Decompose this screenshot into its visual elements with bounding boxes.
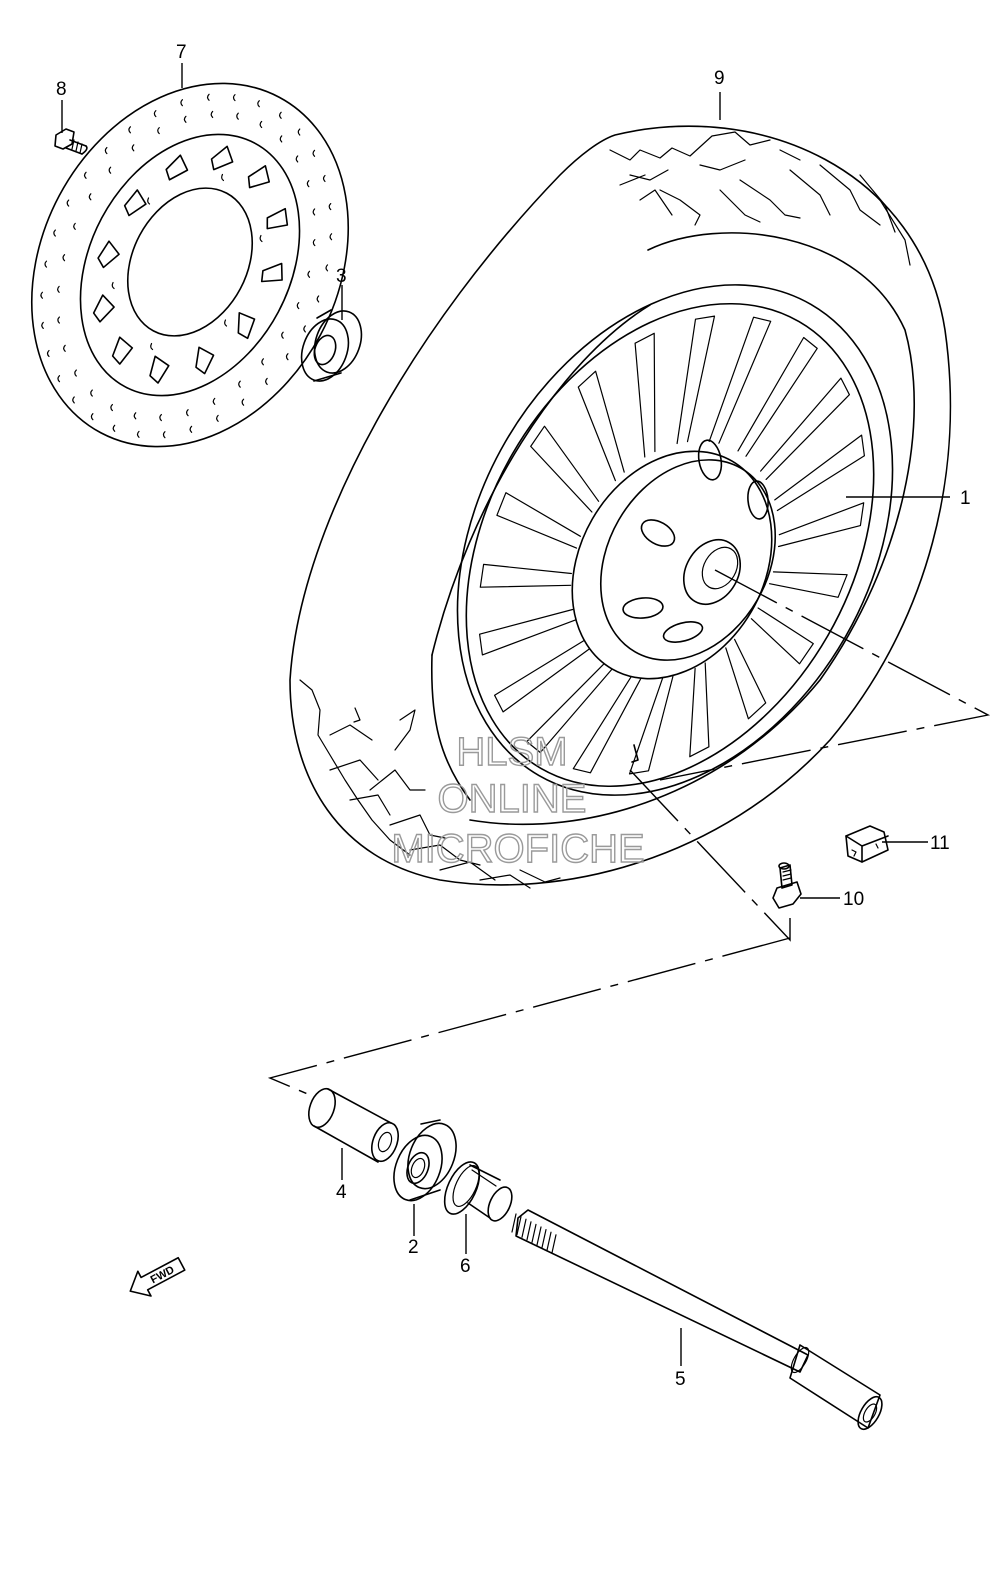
axle-spacer [308,1087,399,1163]
disc-slots [92,145,289,384]
callout-8: 8 [56,79,67,100]
callout-2: 2 [408,1237,419,1258]
callout-4: 4 [336,1182,347,1203]
callout-10: 10 [843,889,864,910]
watermark-line-3: MICROFICHE [391,827,644,871]
lower-bearing [393,1119,457,1202]
disc-bolt [54,128,88,155]
watermark-line-2: ONLINE [438,777,587,821]
callout-6: 6 [460,1256,471,1277]
brake-disc [30,82,350,448]
callout-9: 9 [714,68,725,89]
wheel-tire-assembly [289,125,952,889]
axle-thread [511,1213,557,1254]
exploded-view-lines [267,569,991,1096]
disc-bolt-holes [111,173,263,351]
callout-7: 7 [176,42,187,63]
fwd-arrow-icon: FWD [129,1256,186,1297]
leader-lines [61,63,950,1366]
callout-11: 11 [930,833,950,854]
balancer-weight [845,825,889,863]
watermark: HLSM ONLINE MICROFICHE [391,729,646,871]
upper-bearing [300,309,363,382]
front-axle [511,1209,883,1431]
watermark-line-1: HLSM [456,730,567,774]
axle-collar [443,1161,513,1222]
callout-numbers: 1 2 3 4 5 6 7 8 9 10 11 [56,42,971,1390]
fwd-label: FWD [149,1264,177,1286]
callout-5: 5 [675,1369,686,1390]
callout-3: 3 [336,266,347,287]
callout-1: 1 [960,488,971,509]
disc-drill-holes [40,93,333,439]
wheel-spokes [479,315,865,775]
tire-valve [772,862,802,909]
